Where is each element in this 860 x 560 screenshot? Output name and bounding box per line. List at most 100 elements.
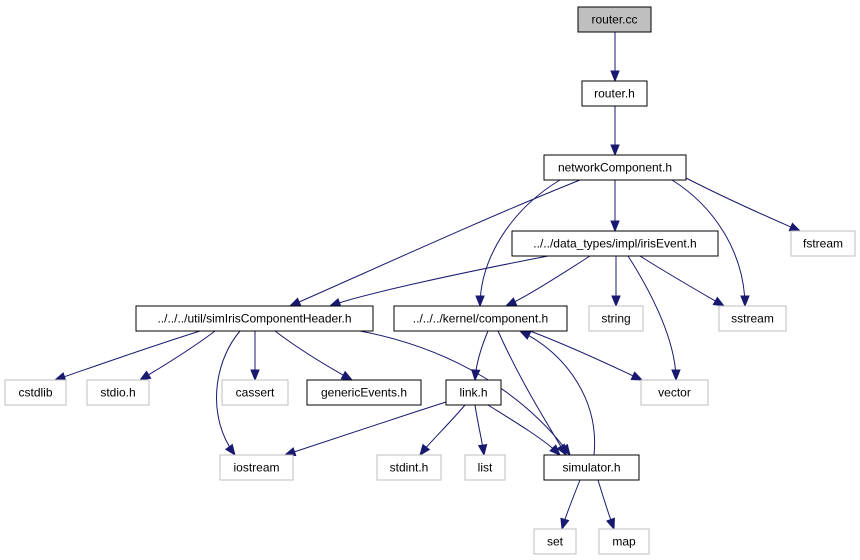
node-box [543, 454, 640, 481]
edge-simulator-h-to-map [597, 479, 615, 530]
edge-component-h-to-vector-arrowhead [630, 371, 644, 381]
edge-link-h-to-stdint-h-arrowhead [419, 443, 431, 457]
node-label: stdint.h [390, 461, 429, 475]
node-networkComponent-h[interactable]: networkComponent.h [543, 154, 687, 181]
node-list: list [464, 454, 506, 481]
edge-simIris-h-to-iostream-arrowhead [224, 443, 236, 457]
node-box [588, 305, 644, 332]
edge-irisEvent-h-to-simIris-h [329, 255, 549, 307]
edge-simulator-h-to-component-h [519, 330, 596, 456]
node-box [464, 454, 506, 481]
edge-networkComponent-h-to-sstream [671, 179, 746, 307]
edge-link-h-to-iostream [284, 401, 447, 456]
node-layer: router.cc router.h networkComponent.h ../..… [4, 6, 856, 555]
node-box [4, 379, 67, 406]
edge-link-h-to-iostream-arrowhead [283, 447, 297, 457]
node-box [577, 6, 652, 33]
node-map: map [598, 528, 650, 555]
node-box [86, 379, 150, 406]
node-iostream: iostream [219, 454, 294, 481]
edge-networkComponent-h-to-sstream-arrowhead [740, 295, 750, 308]
node-vector: vector [640, 379, 709, 406]
node-cassert: cassert [221, 379, 289, 406]
node-label: ../../data_types/impl/irisEvent.h [533, 237, 696, 251]
edge-simIris-h-to-genericEvents-h-arrowhead [340, 370, 354, 381]
edge-irisEvent-h-to-simIris-h-arrowhead [328, 297, 342, 307]
node-box [135, 305, 374, 332]
node-label: fstream [803, 237, 843, 251]
node-box [306, 379, 422, 406]
node-label: sstream [731, 312, 774, 326]
edge-link-h-to-simulator-h [487, 404, 561, 456]
node-label: set [547, 535, 564, 549]
node-genericEvents-h[interactable]: genericEvents.h [306, 379, 422, 406]
node-label: iostream [233, 461, 279, 475]
edge-layer [53, 32, 802, 531]
edge-simIris-h-to-stdio-h-arrowhead [138, 370, 152, 381]
edge-networkComponent-h-to-fstream [685, 177, 801, 232]
edge-component-h-to-simulator-h [497, 330, 567, 456]
edge-simIris-h-to-cstdlib-arrowhead [53, 372, 67, 382]
edge-irisEvent-h-to-component-h-arrowhead [504, 297, 518, 307]
edge-component-h-to-simulator-h-arrowhead [556, 443, 567, 457]
node-label: cstdlib [18, 386, 52, 400]
node-label: vector [658, 386, 691, 400]
node-label: simulator.h [562, 461, 620, 475]
node-stdio-h: stdio.h [86, 379, 150, 406]
edge-simIris-h-to-iostream [216, 330, 241, 456]
edge-simIris-h-to-genericEvents-h [274, 330, 353, 381]
edge-simIris-h-to-stdio-h [139, 330, 216, 381]
node-label: networkComponent.h [558, 161, 672, 175]
node-router-cc[interactable]: router.cc [577, 6, 652, 33]
node-router-h[interactable]: router.h [581, 80, 648, 107]
node-box [640, 379, 709, 406]
edge-irisEvent-h-to-component-h [505, 255, 591, 307]
node-set: set [533, 528, 577, 555]
edge-link-h-to-list [474, 404, 485, 456]
node-simIris-h[interactable]: ../../../util/simIrisComponentHeader.h [135, 305, 374, 332]
edge-link-h-to-list-arrowhead [477, 443, 488, 457]
edge-networkComponent-h-to-simIris-h-arrowhead [288, 297, 302, 307]
node-label: genericEvents.h [321, 386, 407, 400]
node-box [376, 454, 442, 481]
node-box [543, 154, 687, 181]
edge-networkComponent-h-to-fstream-arrowhead [788, 222, 802, 232]
node-link-h[interactable]: link.h [445, 379, 502, 406]
node-component-h[interactable]: ../../../kernel/component.h [393, 305, 568, 332]
node-label: string [601, 312, 630, 326]
edge-component-h-to-vector [529, 330, 643, 381]
node-irisEvent-h[interactable]: ../../data_types/impl/irisEvent.h [511, 230, 719, 257]
edge-simulator-h-to-set [561, 479, 581, 530]
node-label: stdio.h [100, 386, 135, 400]
edge-link-h-to-stdint-h [419, 404, 466, 456]
node-simulator-h[interactable]: simulator.h [543, 454, 640, 481]
node-label: router.h [594, 87, 635, 101]
node-box [511, 230, 719, 257]
node-box [221, 379, 289, 406]
edge-simulator-h-to-set-arrowhead [560, 517, 570, 531]
node-cstdlib: cstdlib [4, 379, 67, 406]
node-label: list [478, 461, 493, 475]
edge-networkComponent-h-to-component-h [479, 179, 561, 307]
edge-irisEvent-h-to-vector [627, 255, 677, 381]
edge-link-h-to-simulator-h-arrowhead [549, 444, 561, 456]
edge-simIris-h-to-cassert-arrowhead [250, 369, 260, 382]
edge-networkComponent-h-to-simIris-h [289, 179, 581, 307]
node-box [393, 305, 568, 332]
edge-networkComponent-h-to-irisEvent-h-arrowhead [610, 220, 620, 233]
node-box [581, 80, 648, 107]
edge-component-h-to-link-h [474, 330, 489, 381]
node-box [718, 305, 787, 332]
edge-irisEvent-h-to-string-arrowhead [611, 295, 621, 308]
edge-router-h-to-networkComponent-h-arrowhead [610, 144, 620, 157]
edge-simulator-h-to-component-h-arrowhead [518, 330, 532, 340]
edge-simIris-h-to-cstdlib [54, 330, 201, 381]
edge-router-cc-to-router-h-arrowhead [610, 70, 620, 83]
edge-networkComponent-h-to-component-h-arrowhead [475, 295, 485, 308]
node-box [790, 230, 856, 257]
node-label: cassert [236, 386, 275, 400]
node-box [598, 528, 650, 555]
node-stdint-h: stdint.h [376, 454, 442, 481]
node-fstream: fstream [790, 230, 856, 257]
edge-irisEvent-h-to-vector-arrowhead [671, 369, 681, 382]
